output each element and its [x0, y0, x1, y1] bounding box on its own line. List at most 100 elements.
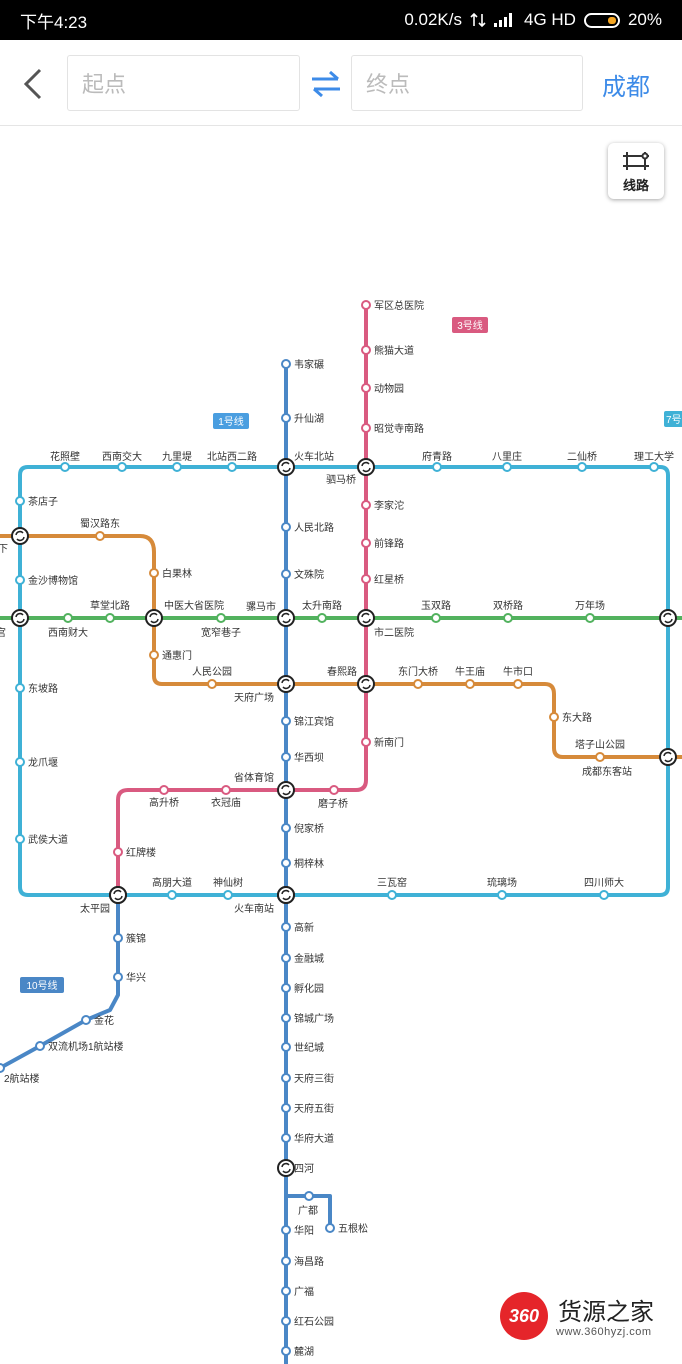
station-四河[interactable]: 四河 — [277, 1159, 314, 1177]
station-熊猫大道[interactable]: 熊猫大道 — [361, 344, 414, 357]
metro-map[interactable]: 3号线 1号线 7号 10号线 军区总医院熊猫大道动物园昭觉寺南路驷马桥李家沱前… — [0, 127, 682, 1364]
station-前锋路[interactable]: 前锋路 — [361, 537, 404, 550]
station-宽窄巷子[interactable]: 宽窄巷子 — [201, 613, 241, 639]
station-草堂北路[interactable]: 草堂北路 — [90, 599, 130, 623]
station-韦家碾[interactable]: 韦家碾 — [281, 358, 324, 371]
station-茶店子[interactable]: 茶店子 — [15, 495, 58, 508]
station-世纪城[interactable]: 世纪城 — [281, 1042, 324, 1054]
station-成都东客站[interactable]: 成都东客站 — [582, 748, 677, 778]
station-白果林[interactable]: 白果林 — [149, 567, 192, 580]
back-arrow-icon[interactable] — [14, 64, 54, 104]
station-骡马市[interactable]: 骡马市 — [246, 600, 295, 627]
route-lines-button[interactable]: 线路 — [608, 143, 664, 199]
transfer-icon[interactable] — [659, 609, 677, 627]
station-李家沱[interactable]: 李家沱 — [361, 499, 404, 512]
station-驷马桥[interactable]: 驷马桥 — [326, 458, 375, 486]
station-升仙湖[interactable]: 升仙湖 — [281, 412, 324, 425]
station-省体育馆[interactable]: 省体育馆 — [234, 771, 295, 799]
station-华兴[interactable]: 华兴 — [113, 971, 146, 984]
station-神仙树[interactable]: 神仙树 — [213, 876, 243, 900]
station-衣冠庙[interactable]: 衣冠庙 — [211, 785, 241, 809]
station-牛市口[interactable]: 牛市口 — [503, 665, 533, 689]
start-point-input[interactable]: 起点 — [67, 55, 300, 111]
station-高朋大道[interactable]: 高朋大道 — [152, 876, 192, 900]
station-金融城[interactable]: 金融城 — [281, 952, 324, 965]
station-广都[interactable]: 广都 — [298, 1191, 318, 1217]
station-武侯大道[interactable]: 武侯大道 — [15, 833, 68, 846]
station-华西坝[interactable]: 华西坝 — [281, 751, 324, 764]
station-海昌路[interactable]: 海昌路 — [281, 1255, 324, 1268]
station-人民公园[interactable]: 人民公园 — [192, 666, 232, 689]
station-金花[interactable]: 金花 — [81, 1014, 114, 1027]
station-锦江宾馆[interactable]: 锦江宾馆 — [281, 715, 334, 728]
station-府青路[interactable]: 府青路 — [422, 450, 452, 472]
station-天府五街[interactable]: 天府五街 — [281, 1102, 334, 1115]
station-锦城广场[interactable]: 锦城广场 — [281, 1012, 334, 1025]
station-磨子桥[interactable]: 磨子桥 — [318, 785, 348, 810]
station-通惠门[interactable]: 通惠门 — [149, 649, 192, 662]
station-万年场[interactable]: 万年场 — [575, 599, 605, 623]
station-理工大学[interactable]: 理工大学 — [634, 450, 674, 472]
station-北站西二路[interactable]: 北站西二路 — [207, 450, 257, 472]
station-龙爪堰[interactable]: 龙爪堰 — [15, 756, 58, 769]
transfer-icon[interactable] — [277, 886, 295, 904]
station-2航站楼[interactable]: 2航站楼 — [0, 1063, 40, 1085]
line-badge-3[interactable]: 3号线 — [452, 317, 488, 333]
station-高升桥[interactable]: 高升桥 — [149, 785, 179, 809]
station-新南门[interactable]: 新南门 — [361, 736, 404, 749]
station-西南交大[interactable]: 西南交大 — [102, 450, 142, 472]
station-人民北路[interactable]: 人民北路 — [281, 521, 334, 534]
station-西南财大[interactable]: 西南财大 — [48, 613, 88, 639]
station-金沙博物馆[interactable]: 金沙博物馆 — [15, 574, 78, 587]
end-point-input[interactable]: 终点 — [351, 55, 583, 111]
station-孵化园[interactable]: 孵化园 — [281, 982, 324, 995]
station-二仙桥[interactable]: 二仙桥 — [567, 450, 597, 472]
station-春熙路[interactable]: 春熙路 — [327, 665, 375, 693]
city-selector[interactable]: 成都 — [602, 74, 650, 101]
station-天府广场[interactable]: 天府广场 — [234, 675, 295, 704]
station-三瓦窑[interactable]: 三瓦窑 — [377, 876, 407, 900]
station-红牌楼[interactable]: 红牌楼 — [113, 846, 156, 859]
station-簇锦[interactable]: 簇锦 — [113, 932, 146, 945]
station-双桥路[interactable]: 双桥路 — [493, 599, 523, 623]
station-八里庄[interactable]: 八里庄 — [492, 450, 522, 472]
station-华阳[interactable]: 华阳 — [281, 1224, 314, 1237]
swap-icon[interactable] — [308, 68, 344, 100]
station-宫[interactable]: 宫 — [0, 609, 29, 639]
line-badge-10[interactable]: 10号线 — [20, 977, 64, 993]
station-九里堤[interactable]: 九里堤 — [162, 451, 192, 472]
line-badge-1[interactable]: 1号线 — [213, 413, 249, 429]
transfer-icon[interactable] — [109, 886, 127, 904]
station-东大路[interactable]: 东大路 — [549, 711, 592, 724]
station-红石公园[interactable]: 红石公园 — [281, 1315, 334, 1328]
station-塔子山公园[interactable]: 塔子山公园 — [575, 738, 625, 762]
station-五根松[interactable]: 五根松 — [325, 1222, 368, 1235]
station-桐梓林[interactable]: 桐梓林 — [281, 857, 324, 870]
station-下[interactable]: 下 — [0, 527, 29, 555]
station-市二医院[interactable]: 市二医院 — [357, 609, 414, 639]
station-麓湖[interactable]: 麓湖 — [281, 1345, 314, 1358]
station-倪家桥[interactable]: 倪家桥 — [281, 822, 324, 835]
station-东门大桥[interactable]: 东门大桥 — [398, 665, 438, 689]
station-中医大省医院[interactable]: 中医大省医院 — [145, 599, 224, 627]
station-红星桥[interactable]: 红星桥 — [361, 573, 404, 586]
station-火车北站[interactable]: 火车北站 — [277, 450, 334, 476]
station-牛王庙[interactable]: 牛王庙 — [455, 665, 485, 689]
station-东坡路[interactable]: 东坡路 — [15, 682, 58, 695]
station-花照壁[interactable]: 花照壁 — [50, 450, 80, 472]
station-玉双路[interactable]: 玉双路 — [421, 599, 451, 623]
station-文殊院[interactable]: 文殊院 — [281, 568, 324, 581]
station-高新[interactable]: 高新 — [281, 921, 314, 934]
station-太升南路[interactable]: 太升南路 — [302, 599, 342, 623]
station-广福[interactable]: 广福 — [281, 1285, 314, 1298]
station-军区总医院[interactable]: 军区总医院 — [361, 299, 424, 312]
station-琉璃场[interactable]: 琉璃场 — [487, 876, 517, 900]
station-昭觉寺南路[interactable]: 昭觉寺南路 — [361, 422, 424, 435]
station-四川师大[interactable]: 四川师大 — [584, 876, 624, 900]
line-badge-7[interactable]: 7号 — [664, 411, 682, 427]
station-双流机场1航站楼[interactable]: 双流机场1航站楼 — [35, 1040, 124, 1053]
station-天府三街[interactable]: 天府三街 — [281, 1072, 334, 1085]
station-华府大道[interactable]: 华府大道 — [281, 1132, 334, 1145]
station-动物园[interactable]: 动物园 — [361, 382, 404, 395]
station-蜀汉路东[interactable]: 蜀汉路东 — [80, 517, 120, 541]
